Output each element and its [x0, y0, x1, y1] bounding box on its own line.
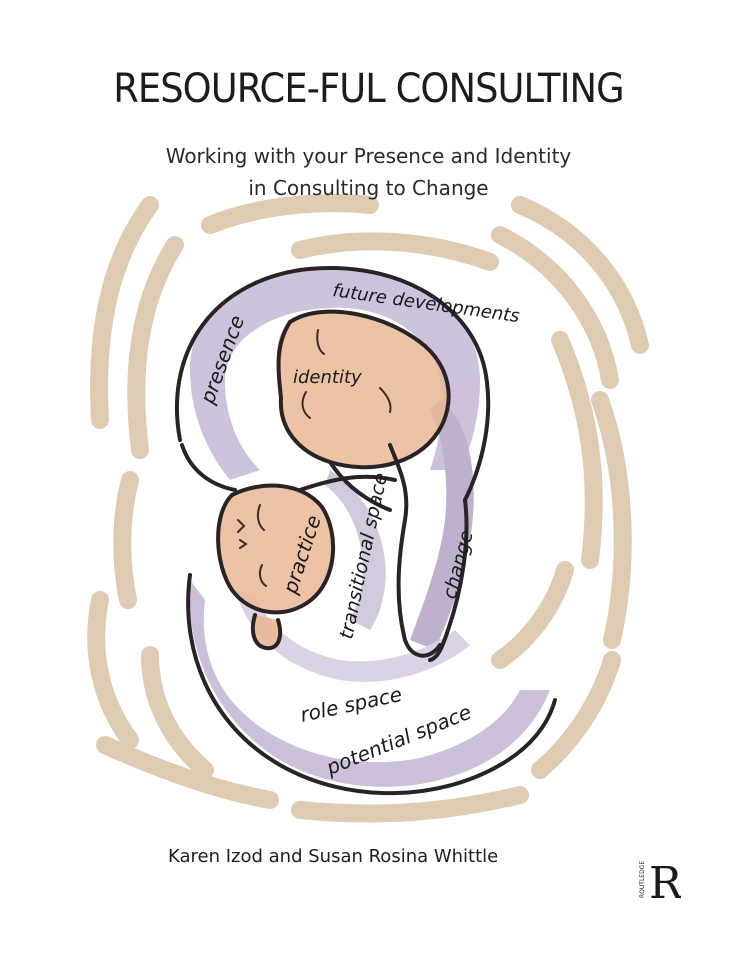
publisher-letter: R — [649, 858, 681, 904]
subtitle-line-2: in Consulting to Change — [248, 176, 489, 200]
label-identity: identity — [293, 367, 362, 388]
label-role-space: role space — [298, 682, 404, 727]
publisher-vertical-text: ROUTLEDGE — [639, 861, 646, 898]
swirl-strokes — [87, 194, 649, 823]
book-authors: Karen Izod and Susan Rosina Whittle — [168, 846, 499, 867]
figure-outlines — [174, 265, 557, 796]
book-subtitle: Working with your Presence and Identity … — [0, 140, 737, 204]
facial-features — [237, 329, 392, 587]
book-title: RESOURCE-FUL CONSULTING — [113, 66, 624, 112]
publisher-logo: ROUTLEDGE R — [639, 858, 681, 904]
subtitle-line-1: Working with your Presence and Identity — [165, 144, 572, 168]
